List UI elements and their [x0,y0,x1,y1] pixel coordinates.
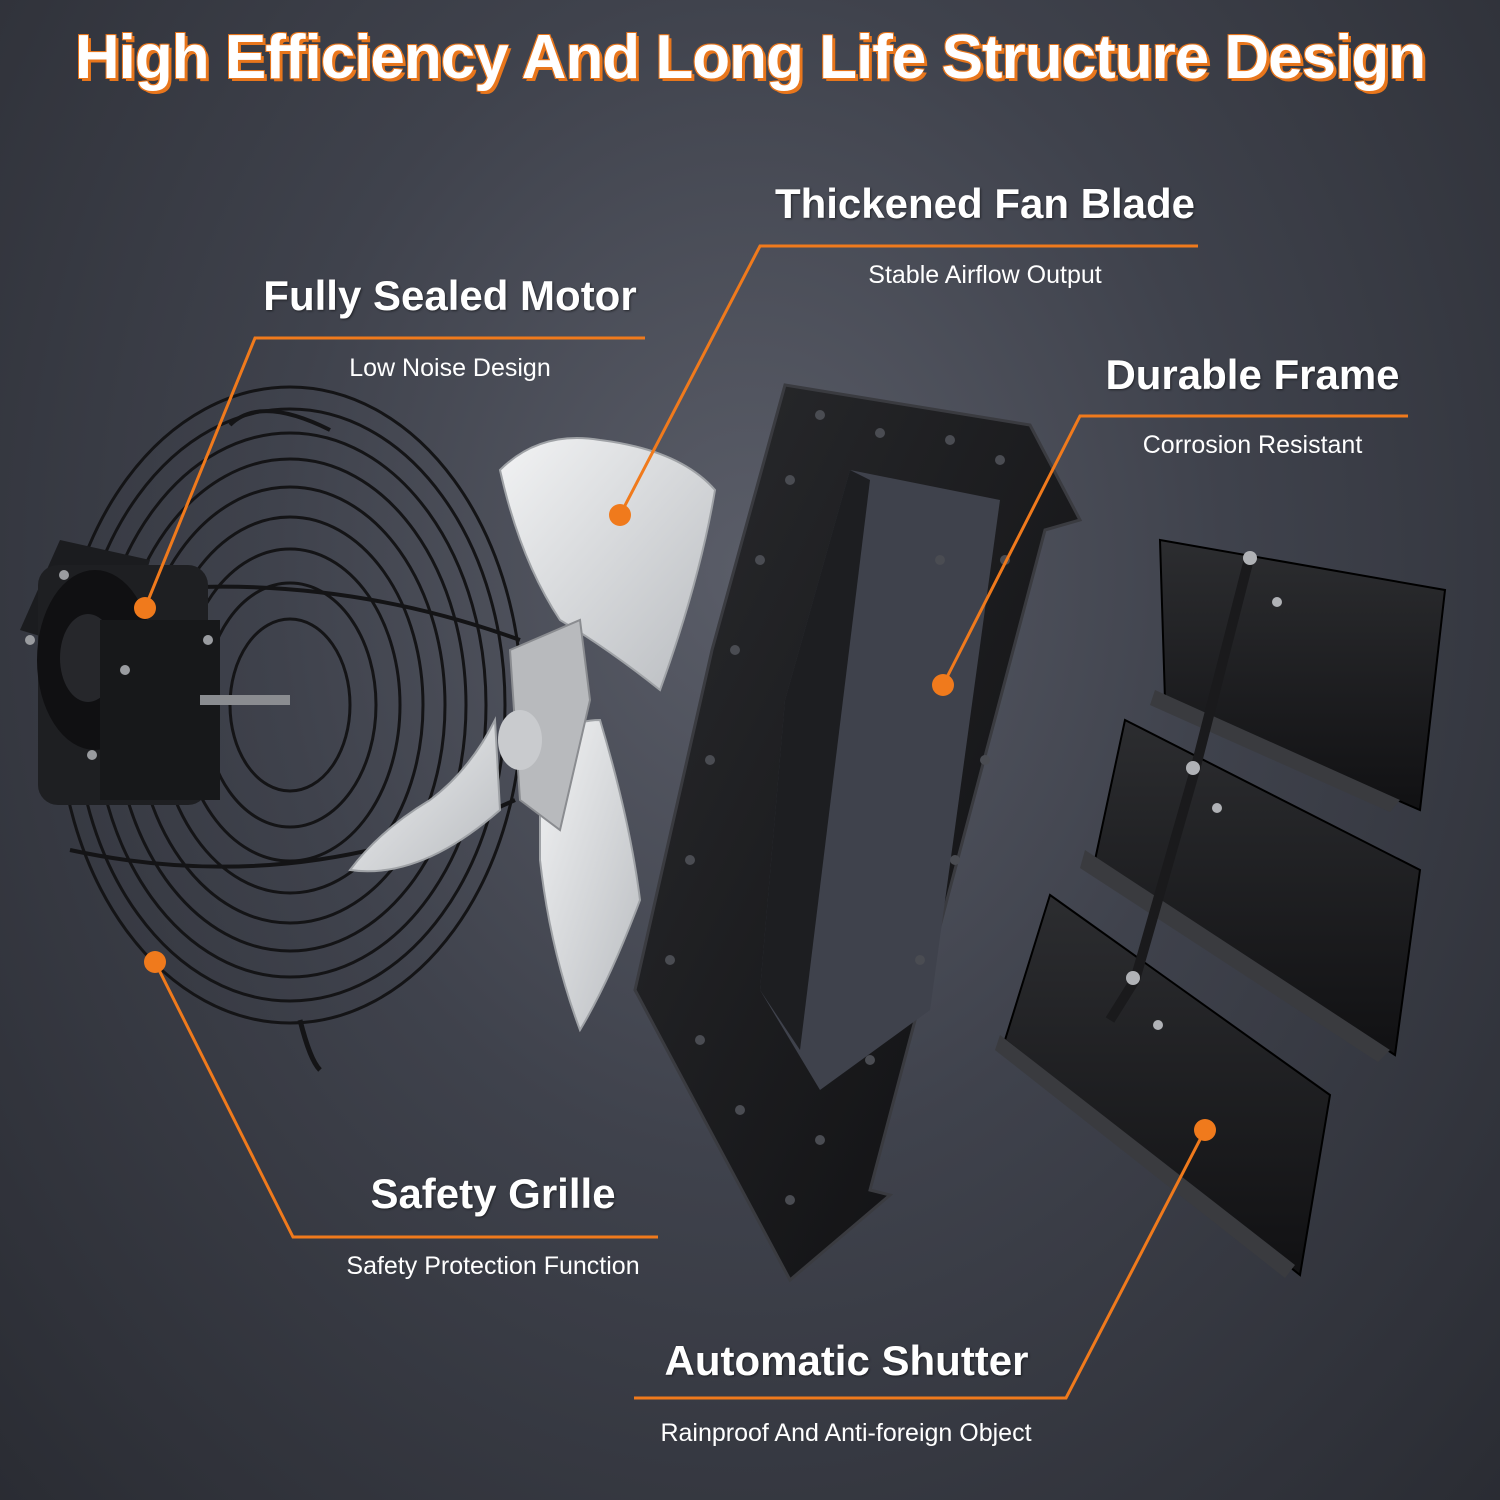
frame-callout-line [941,414,1408,686]
grille-callout-dot [144,951,166,973]
shutter-title: Automatic Shutter [664,1337,1029,1384]
motor-title: Fully Sealed Motor [263,272,637,319]
motor-callout-dot [134,597,156,619]
fan-blade-graphic [348,437,717,1033]
frame-title: Durable Frame [1105,351,1400,398]
blade-callout-dot [609,504,631,526]
motor-graphic [20,540,290,805]
shutter-callout-line [634,1129,1207,1400]
blade-subtitle: Stable Airflow Output [868,261,1102,289]
motor-callout-line [143,336,645,609]
shutter-callout-dot [1194,1119,1216,1141]
shutter-subtitle: Rainproof And Anti-foreign Object [660,1419,1032,1447]
grille-title: Safety Grille [370,1170,616,1217]
frame-callout-dot [932,674,954,696]
grille-callout-line [153,961,658,1239]
shutter-graphic [995,538,1447,1278]
blade-callout-line [618,244,1198,516]
headline: High Efficiency And Long Life Structure … [74,23,1426,92]
callout-lines [143,244,1408,1400]
grille-subtitle: Safety Protection Function [346,1252,640,1280]
motor-subtitle: Low Noise Design [349,354,551,382]
blade-title: Thickened Fan Blade [774,180,1196,227]
frame-subtitle: Corrosion Resistant [1142,431,1363,459]
frame-graphic [633,383,1083,1283]
